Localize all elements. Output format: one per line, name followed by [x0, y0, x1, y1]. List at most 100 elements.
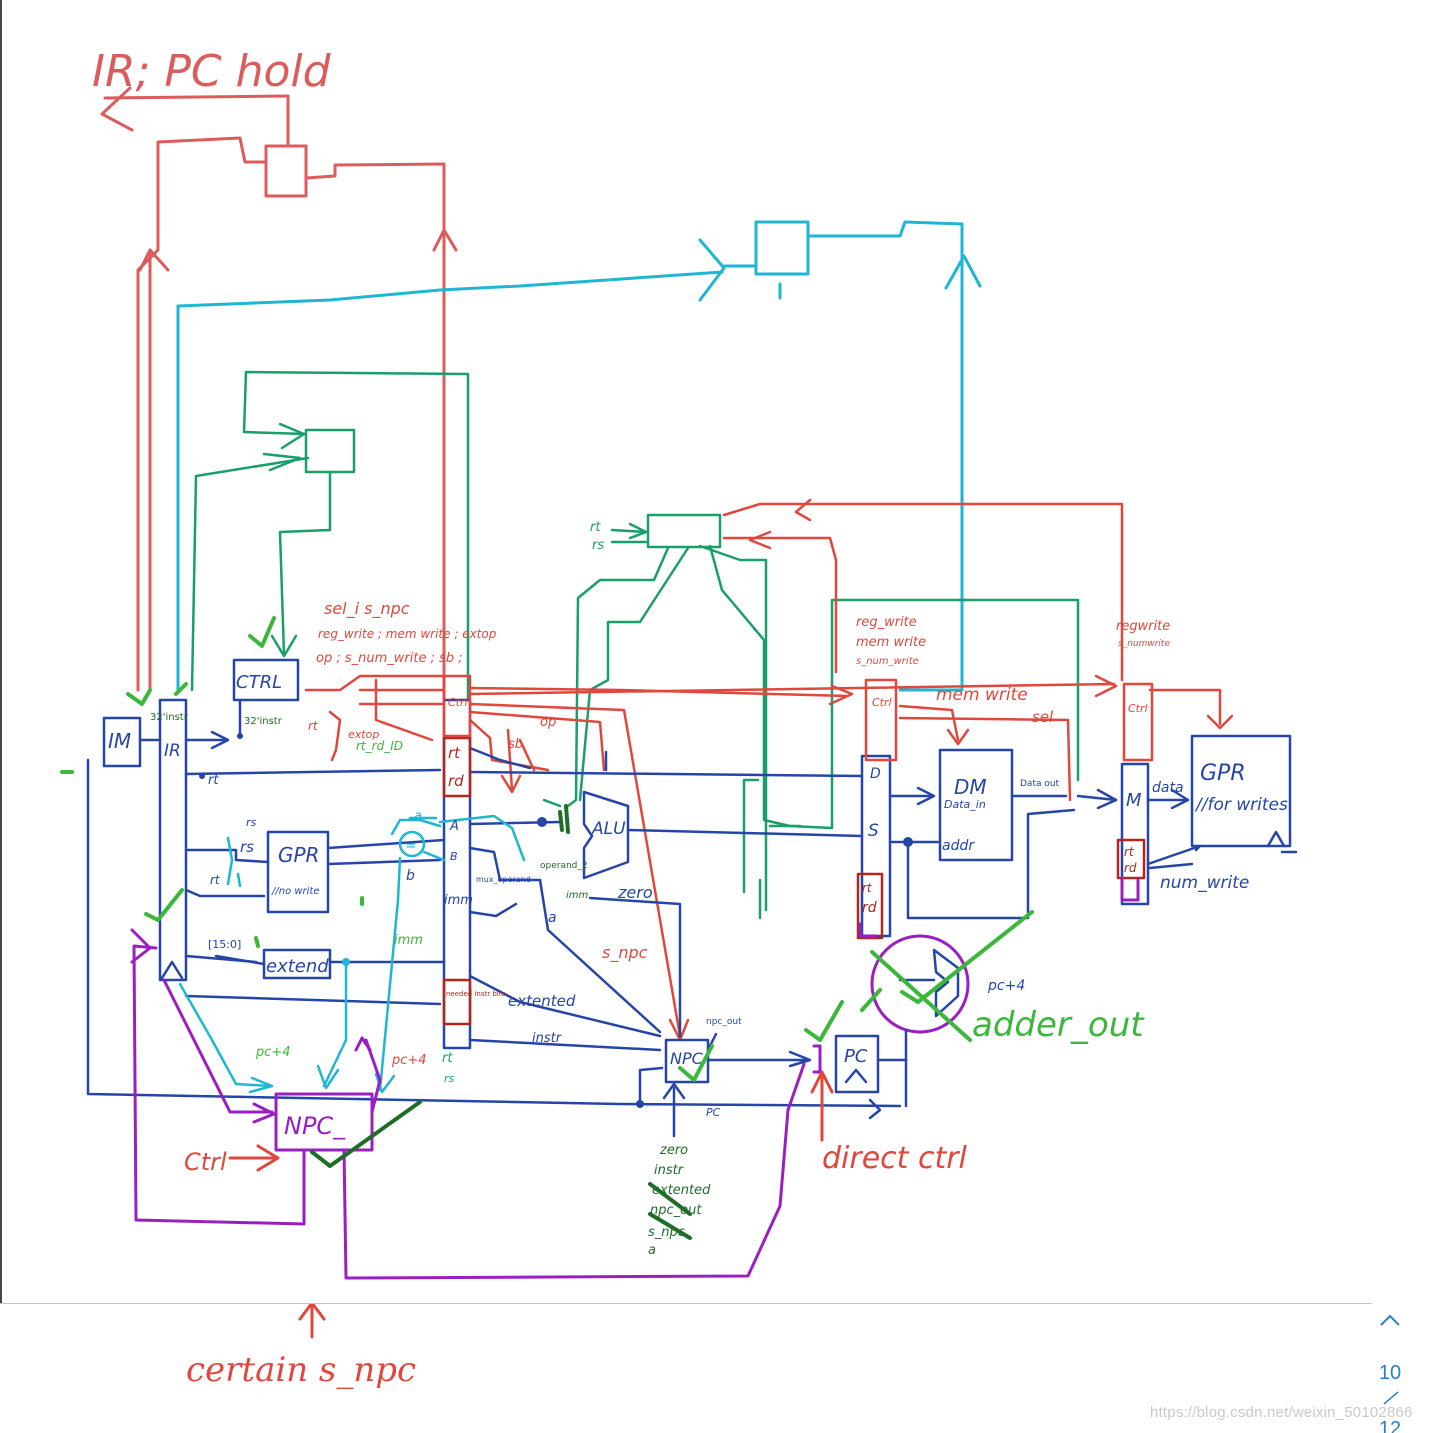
cyan-forward-network	[176, 220, 982, 692]
pc-wire-label: PC	[706, 1106, 721, 1119]
cyan-compare-network	[178, 814, 526, 1094]
extop-label: extop	[348, 728, 379, 741]
watermark: https://blog.csdn.net/weixin_50102866	[1150, 1404, 1413, 1421]
id-ex-imm-label: imm	[444, 893, 473, 908]
decode-ctrl-label: CTRL	[236, 672, 282, 693]
hold-title: IR; PC hold	[92, 46, 332, 97]
register-fields	[442, 674, 1154, 1026]
imm-bits-label: [15:0]	[208, 938, 241, 951]
pc-box-label: PC	[844, 1046, 868, 1067]
npc-left-box	[274, 1092, 374, 1152]
a-signal-label: a	[414, 809, 422, 824]
im-box	[102, 716, 142, 768]
id-ex-rt-label: rt	[448, 744, 461, 762]
rt-wire-label: rt	[208, 773, 219, 788]
blue-datapath	[86, 658, 1298, 1138]
pc4-left-label: pc+4	[255, 1045, 291, 1060]
mem-wb-ctrl-field	[1122, 682, 1154, 762]
exmem-s-label: S	[868, 821, 879, 841]
exmem-d-label: D	[870, 766, 881, 782]
dm-datain-label: Data_in	[944, 798, 986, 811]
memwb-rd-label: rd	[1124, 861, 1137, 875]
instr32-label-b: 32'instr	[244, 716, 283, 727]
ex-mem-ctrl-field	[864, 678, 898, 762]
checkmarks	[60, 616, 1034, 1082]
ir-label: IR	[164, 741, 181, 761]
decode-ctrl-box	[232, 658, 300, 702]
adder-circled	[870, 934, 970, 1034]
im-label: IM	[108, 729, 131, 753]
gpr-read-note: //no write	[271, 886, 320, 897]
alu-shape	[582, 790, 630, 880]
gpr-write-box	[1190, 734, 1292, 848]
imm-junction-dot	[342, 958, 350, 966]
num-write-label: num_write	[1160, 873, 1249, 893]
exmem-ctrl-line-3: s_num_write	[856, 656, 919, 667]
rt-port-label: rt	[210, 873, 221, 887]
gpr-read-label: GPR	[278, 843, 319, 867]
npc-input-5: s_npc	[648, 1225, 685, 1240]
alu-label: ALU	[591, 819, 626, 839]
exmem-rt-label: rt	[862, 881, 873, 895]
equal-sign-label: =	[405, 838, 417, 854]
ex-mem-rt-rd-field	[856, 872, 884, 940]
purple-npc-network	[130, 876, 1140, 1280]
needed-bits-label: needed instr bits	[446, 990, 505, 998]
equal-comparator-circle	[398, 830, 426, 858]
rt-rd-label-id: rt	[308, 719, 319, 733]
npc-input-1: zero	[659, 1143, 688, 1158]
ctrl-signals-line-3: op ; s_num_write ; sb ;	[316, 651, 463, 666]
ctrl-signals-line-2: reg_write ; mem write ; extop	[318, 627, 497, 641]
direct-ctrl-label: direct ctrl	[822, 1141, 968, 1176]
red-control-network	[304, 498, 1234, 1042]
npc-input-2: instr	[654, 1163, 685, 1178]
hold-network	[100, 86, 458, 702]
forward-mux-top	[754, 220, 810, 276]
instr-label: instr	[532, 1031, 563, 1046]
id-ex-ctrl-field	[442, 674, 472, 738]
id-ex-rd-label: rd	[448, 772, 464, 790]
pc-box	[834, 1034, 880, 1094]
gpr-read-box	[266, 830, 330, 914]
mem-wb-register	[1120, 762, 1150, 906]
zero-label: zero	[617, 883, 653, 902]
page-current: 10	[1378, 1362, 1402, 1384]
mux-label-rs: rs	[592, 538, 604, 553]
operand2-label: operand_2	[540, 861, 588, 871]
page-total: 12	[1378, 1418, 1402, 1433]
extend-label: extend	[266, 956, 329, 977]
id-ex-ctrl-label: Ctrl	[448, 696, 468, 709]
memwb-ctrl-line-1: regwrite	[1116, 619, 1170, 634]
memwb-ctrl-label: Ctrl	[1128, 702, 1148, 715]
mux-operand-label: mux_operand	[476, 875, 531, 884]
id-ex-register	[442, 698, 472, 1050]
npc-left-label: NPC_	[284, 1112, 346, 1140]
mem-wb-rt-rd-field	[1116, 838, 1146, 880]
page-left-edge	[0, 0, 2, 1303]
forward-mux-gpr	[304, 428, 356, 474]
pc4-adder-label: pc+4	[987, 978, 1025, 994]
ctrl-junction-dot	[237, 733, 243, 739]
id-ex-rt-bottom-label: rt	[442, 1051, 453, 1066]
instr32-label-a: 32'instr	[150, 712, 189, 723]
memwb-m-label: M	[1126, 790, 1142, 811]
page-divider	[0, 1303, 1372, 1304]
gpr-write-note: //for writes	[1194, 795, 1288, 815]
exmem-rd-label: rd	[862, 900, 877, 916]
direct-ctrl-arrow	[810, 1070, 834, 1142]
dm-junction-dot	[903, 837, 913, 847]
scroll-up-button[interactable]	[1376, 1308, 1404, 1332]
sb-label: sb	[508, 737, 523, 752]
mux-label-rt: rt	[590, 520, 601, 535]
adder-out-label: adder_out	[972, 1005, 1145, 1045]
memwb-ctrl-line-2: s_numwrite	[1118, 639, 1170, 649]
s-npc-mid-label: s_npc	[602, 943, 648, 963]
dm-addr-label: addr	[942, 838, 975, 854]
pc-junction-dot	[636, 1100, 644, 1108]
extented-label: extented	[508, 992, 576, 1010]
b-signal-label: b	[406, 868, 415, 884]
green-forward-network	[190, 370, 470, 702]
id-ex-needed-bits-field	[442, 978, 472, 1026]
page-slash-icon	[1383, 1391, 1399, 1405]
rs-wire-label: rs	[240, 838, 254, 856]
